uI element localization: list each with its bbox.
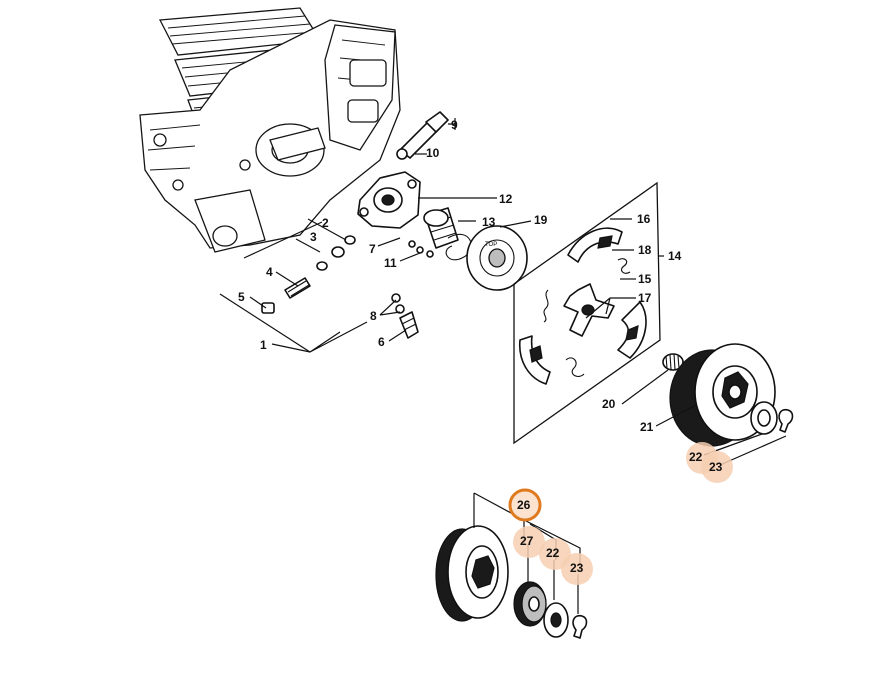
part-needle-bearing[interactable] <box>662 353 684 371</box>
part-washer[interactable] <box>750 401 778 435</box>
callout-23[interactable]: 23 <box>709 460 723 474</box>
callout-3[interactable]: 3 <box>310 230 317 244</box>
callout-5[interactable]: 5 <box>238 290 245 304</box>
part-washer-kit[interactable] <box>543 602 569 638</box>
part-e-clip-kit[interactable] <box>572 614 588 639</box>
part-worm-gear[interactable] <box>423 207 459 249</box>
part-rim-sprocket-drum[interactable] <box>435 525 509 622</box>
callout-4[interactable]: 4 <box>266 265 273 279</box>
part-spring-wire[interactable] <box>445 233 472 261</box>
part-clutch-spring-right[interactable] <box>617 258 631 274</box>
callout-19[interactable]: 19 <box>534 213 548 227</box>
callout-17[interactable]: 17 <box>638 291 652 305</box>
callout-21[interactable]: 21 <box>640 420 654 434</box>
callout-23-kit[interactable]: 23 <box>570 561 584 575</box>
callout-27[interactable]: 27 <box>520 534 534 548</box>
callout-14[interactable]: 14 <box>668 249 682 263</box>
callout-16[interactable]: 16 <box>637 212 651 226</box>
callout-7[interactable]: 7 <box>369 242 376 256</box>
top-marking: TOP <box>485 242 497 248</box>
callout-2[interactable]: 2 <box>322 216 329 230</box>
part-rim-sprocket[interactable] <box>513 581 547 627</box>
part-clutch-spring-lower[interactable] <box>565 357 585 377</box>
callout-10[interactable]: 10 <box>426 146 440 160</box>
callout-22-kit[interactable]: 22 <box>546 546 560 560</box>
callout-6[interactable]: 6 <box>378 335 385 349</box>
clutch-assembly-frame <box>513 181 661 445</box>
part-small-screws[interactable] <box>261 235 434 339</box>
callout-18[interactable]: 18 <box>638 243 652 257</box>
callout-15[interactable]: 15 <box>638 272 652 286</box>
callout-9[interactable]: 9 <box>451 118 458 132</box>
highlight-bubbles <box>513 442 733 585</box>
callout-13[interactable]: 13 <box>482 215 496 229</box>
selected-callout-ring <box>508 488 542 522</box>
part-clutch-shoe-left[interactable] <box>519 335 551 385</box>
part-oil-pipe[interactable] <box>396 111 449 160</box>
part-clutch-spring-left[interactable] <box>543 289 549 323</box>
leader-lines <box>219 118 787 614</box>
callout-26[interactable]: 26 <box>517 498 531 512</box>
part-clutch-shoe-upper[interactable] <box>567 227 623 263</box>
part-clutch-shoe-right[interactable] <box>617 301 647 359</box>
callout-12[interactable]: 12 <box>499 192 513 206</box>
callout-22[interactable]: 22 <box>689 450 703 464</box>
engine-housing-illustration <box>139 7 401 253</box>
callout-11[interactable]: 11 <box>384 256 397 270</box>
callout-1[interactable]: 1 <box>260 338 267 352</box>
callout-8[interactable]: 8 <box>370 309 377 323</box>
part-e-clip[interactable] <box>778 408 794 433</box>
part-clutch-hub[interactable] <box>563 283 615 337</box>
part-cover-plate[interactable]: TOP <box>466 225 528 291</box>
callout-labels: 9 10 12 13 19 2 3 7 11 4 5 8 6 1 16 18 1… <box>238 118 723 575</box>
part-oil-pump-housing[interactable] <box>357 171 421 229</box>
callout-20[interactable]: 20 <box>602 397 616 411</box>
